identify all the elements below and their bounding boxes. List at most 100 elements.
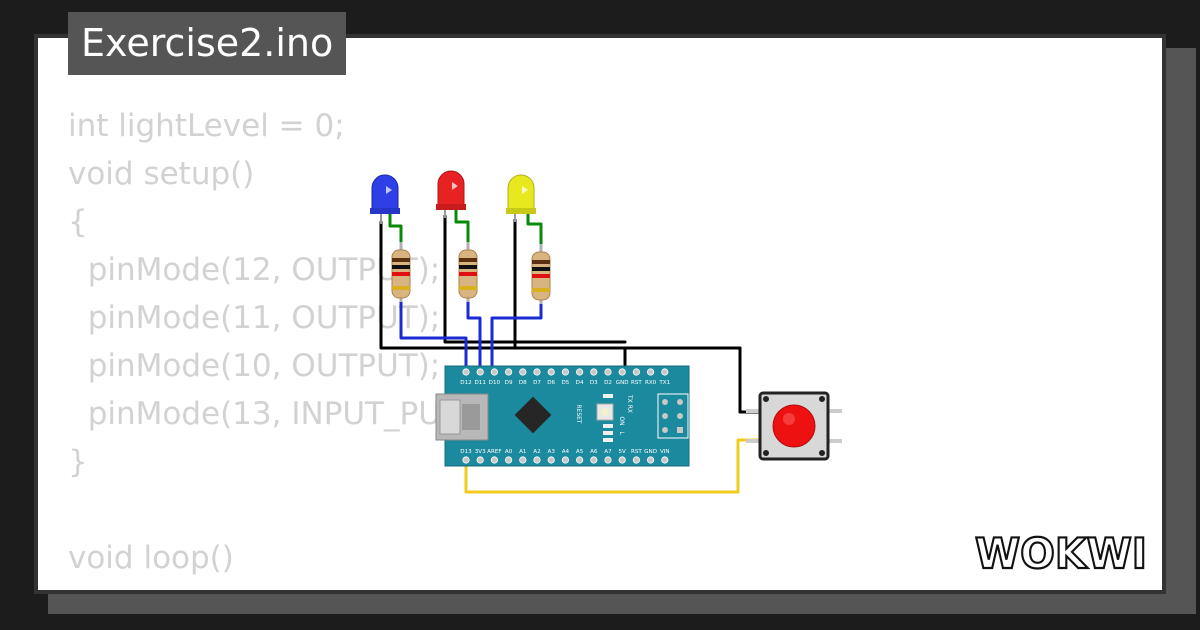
pin-label: A5 [576, 449, 584, 455]
pin-label: A0 [505, 449, 513, 455]
wire-d12 [399, 298, 468, 378]
pin-label: A6 [590, 449, 598, 455]
on-label: ON [618, 416, 625, 425]
code-line: { [68, 582, 538, 590]
wire-d10 [490, 300, 543, 378]
button-cap [772, 404, 816, 448]
microcontroller-chip [514, 396, 552, 434]
led-blue[interactable] [370, 174, 400, 224]
led-leg-blue [388, 212, 403, 246]
reset-button[interactable] [596, 403, 614, 421]
wokwi-logo-text: WOKWI [975, 529, 1147, 578]
pin-pad[interactable] [504, 368, 513, 376]
pin-pad[interactable] [476, 368, 484, 376]
pin-label: D8 [519, 380, 527, 386]
pin-label: RX0 [645, 380, 657, 386]
pin-pad[interactable] [490, 456, 498, 464]
txrx-label: TX RX [626, 394, 633, 413]
pin-pad[interactable] [533, 368, 541, 376]
resistor-2[interactable] [458, 242, 478, 302]
pin-pad[interactable] [618, 368, 626, 376]
pin-pad[interactable] [646, 456, 655, 464]
pin-pad[interactable] [547, 368, 555, 376]
wires [379, 208, 764, 494]
pin-label: D9 [505, 380, 513, 386]
resistor-3[interactable] [531, 244, 551, 304]
pin-label: A4 [562, 449, 570, 455]
led-blue-body [371, 174, 399, 213]
pin-pad[interactable] [632, 456, 641, 464]
resistor-1[interactable] [391, 242, 411, 302]
pin-pad[interactable] [561, 456, 570, 464]
pin-label: AREF [487, 449, 501, 455]
code-line: pinMode(10, OUTPUT); [68, 348, 441, 384]
pin-label: D11 [474, 380, 486, 386]
code-line: int lightLevel = 0; [68, 108, 345, 144]
pin-pad[interactable] [490, 368, 498, 376]
pin-label: A3 [548, 449, 556, 455]
pin-label: D7 [533, 380, 541, 386]
pin-pad[interactable] [646, 368, 655, 376]
pin-label: D4 [576, 380, 584, 386]
pin-label: D13 [460, 449, 472, 455]
icsp-header [657, 393, 689, 439]
led-red-body [437, 170, 465, 209]
pin-pad[interactable] [519, 368, 527, 376]
pin-label: D3 [590, 380, 598, 386]
pin-label: GND [644, 449, 657, 455]
pin-pad[interactable] [604, 456, 612, 464]
pin-label: D6 [547, 380, 555, 386]
pin-label: 5V [619, 449, 627, 455]
push-button[interactable] [746, 391, 842, 461]
pin-pad[interactable] [519, 456, 527, 464]
pin-pad[interactable] [632, 368, 641, 376]
pin-pad[interactable] [661, 368, 669, 376]
pin-pad[interactable] [533, 456, 541, 464]
pin-label: D2 [604, 380, 612, 386]
wire-gnd-blue-led [379, 220, 627, 378]
pin-pad[interactable] [504, 456, 513, 464]
led-leg-red [454, 208, 470, 246]
led-red[interactable] [436, 170, 466, 218]
l-label: L [618, 431, 625, 435]
led-leg-yellow [526, 212, 543, 248]
code-line: { [68, 204, 88, 240]
code-line: } [68, 444, 88, 480]
code-line: pinMode(12, OUTPUT); [68, 252, 441, 288]
pin-pad[interactable] [661, 456, 669, 464]
pin-label: GND [616, 380, 629, 386]
pin-label: RST [631, 449, 642, 455]
pin-pad[interactable] [618, 456, 626, 464]
status-leds [603, 394, 613, 442]
pin-label: D10 [489, 380, 501, 386]
pin-label: D5 [561, 380, 569, 386]
reset-label: RESET [575, 404, 582, 424]
wokwi-logo: WOKWI [975, 528, 1148, 579]
usb-port [435, 393, 489, 441]
pin-pad[interactable] [462, 456, 470, 464]
bottom-pin-row [462, 456, 669, 464]
pin-pad[interactable] [547, 456, 555, 464]
led-yellow-body [507, 174, 535, 213]
pin-pad[interactable] [590, 456, 598, 464]
pin-label: 3V3 [475, 449, 486, 455]
pin-label: VIN [660, 449, 670, 455]
led-yellow[interactable] [506, 174, 536, 222]
code-line: pinMode(11, OUTPUT); [68, 300, 441, 336]
pin-pad[interactable] [575, 368, 584, 376]
top-pin-row [462, 368, 669, 376]
pin-pad[interactable] [604, 368, 612, 376]
pin-pad[interactable] [476, 456, 484, 464]
pin-pad[interactable] [590, 368, 598, 376]
pin-label: A1 [519, 449, 527, 455]
wire-gnd-red-led [443, 214, 627, 344]
preview-card: int lightLevel = 0;void setup(){ pinMode… [34, 34, 1166, 594]
pin-pad[interactable] [575, 456, 584, 464]
pin-pad[interactable] [561, 368, 570, 376]
pin-pad[interactable] [462, 368, 470, 376]
pin-label: D12 [460, 380, 471, 386]
pin-label: TX1 [658, 380, 670, 386]
